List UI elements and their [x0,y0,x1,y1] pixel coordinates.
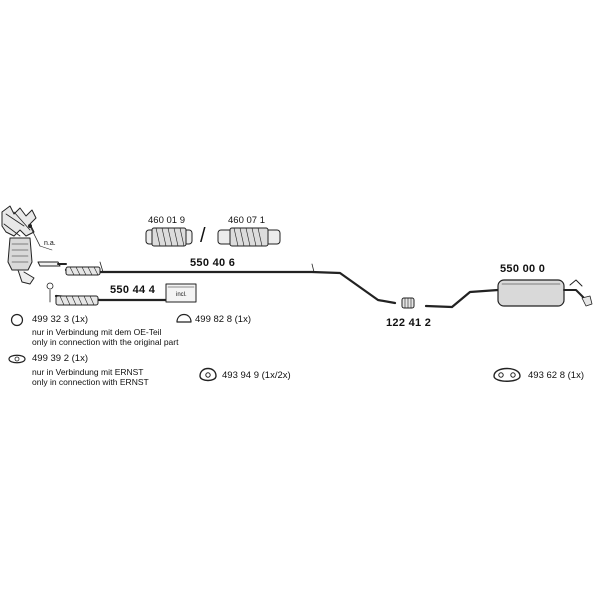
ring-oe-note-de: nur in Verbindung mit dem OE-Teil [32,327,162,337]
clamp-incl-label: incl. [176,292,187,298]
ring-icon [10,313,24,327]
flex-pipe-a-label: 460 01 9 [148,215,185,226]
connector-label: 122 41 2 [386,317,432,329]
clamp-shape [165,283,197,303]
flex-pipe-a-shape [145,227,193,247]
catalytic-converter-manifold [1,205,67,285]
rubber-hanger-icon [199,367,217,382]
rubber-mount-icon [493,367,521,382]
hanger-clip-icon [176,313,192,323]
hanger-clip-code: 499 82 8 (1x) [195,314,251,325]
flex-pipe-b-shape [217,227,281,247]
gasket-ernst-note-de: nur in Verbindung mit ERNST [32,367,144,377]
gasket-ernst-code: 499 39 2 (1x) [32,353,88,364]
connector-shape [401,297,415,309]
rear-muffler-shape [424,279,593,309]
gasket-ernst-note-en: only in connection with ERNST [32,377,149,387]
gasket-icon [8,354,26,364]
rubber-hanger-code: 493 94 9 (1x/2x) [222,370,291,381]
main-pipe-label: 550 40 6 [190,257,236,269]
ring-oe-note-en: only in connection with the original par… [32,337,179,347]
not-available-label: n.a. [44,240,56,247]
front-pipe-label: 550 44 4 [110,284,156,296]
flex-pipe-b-label: 460 07 1 [228,215,265,226]
ring-oe-code: 499 32 3 (1x) [32,314,88,325]
rubber-mount-code: 493 62 8 (1x) [528,370,584,381]
flex-separator: / [200,225,206,247]
rear-muffler-label: 550 00 0 [500,263,546,275]
main-pipe-shape [64,261,397,305]
